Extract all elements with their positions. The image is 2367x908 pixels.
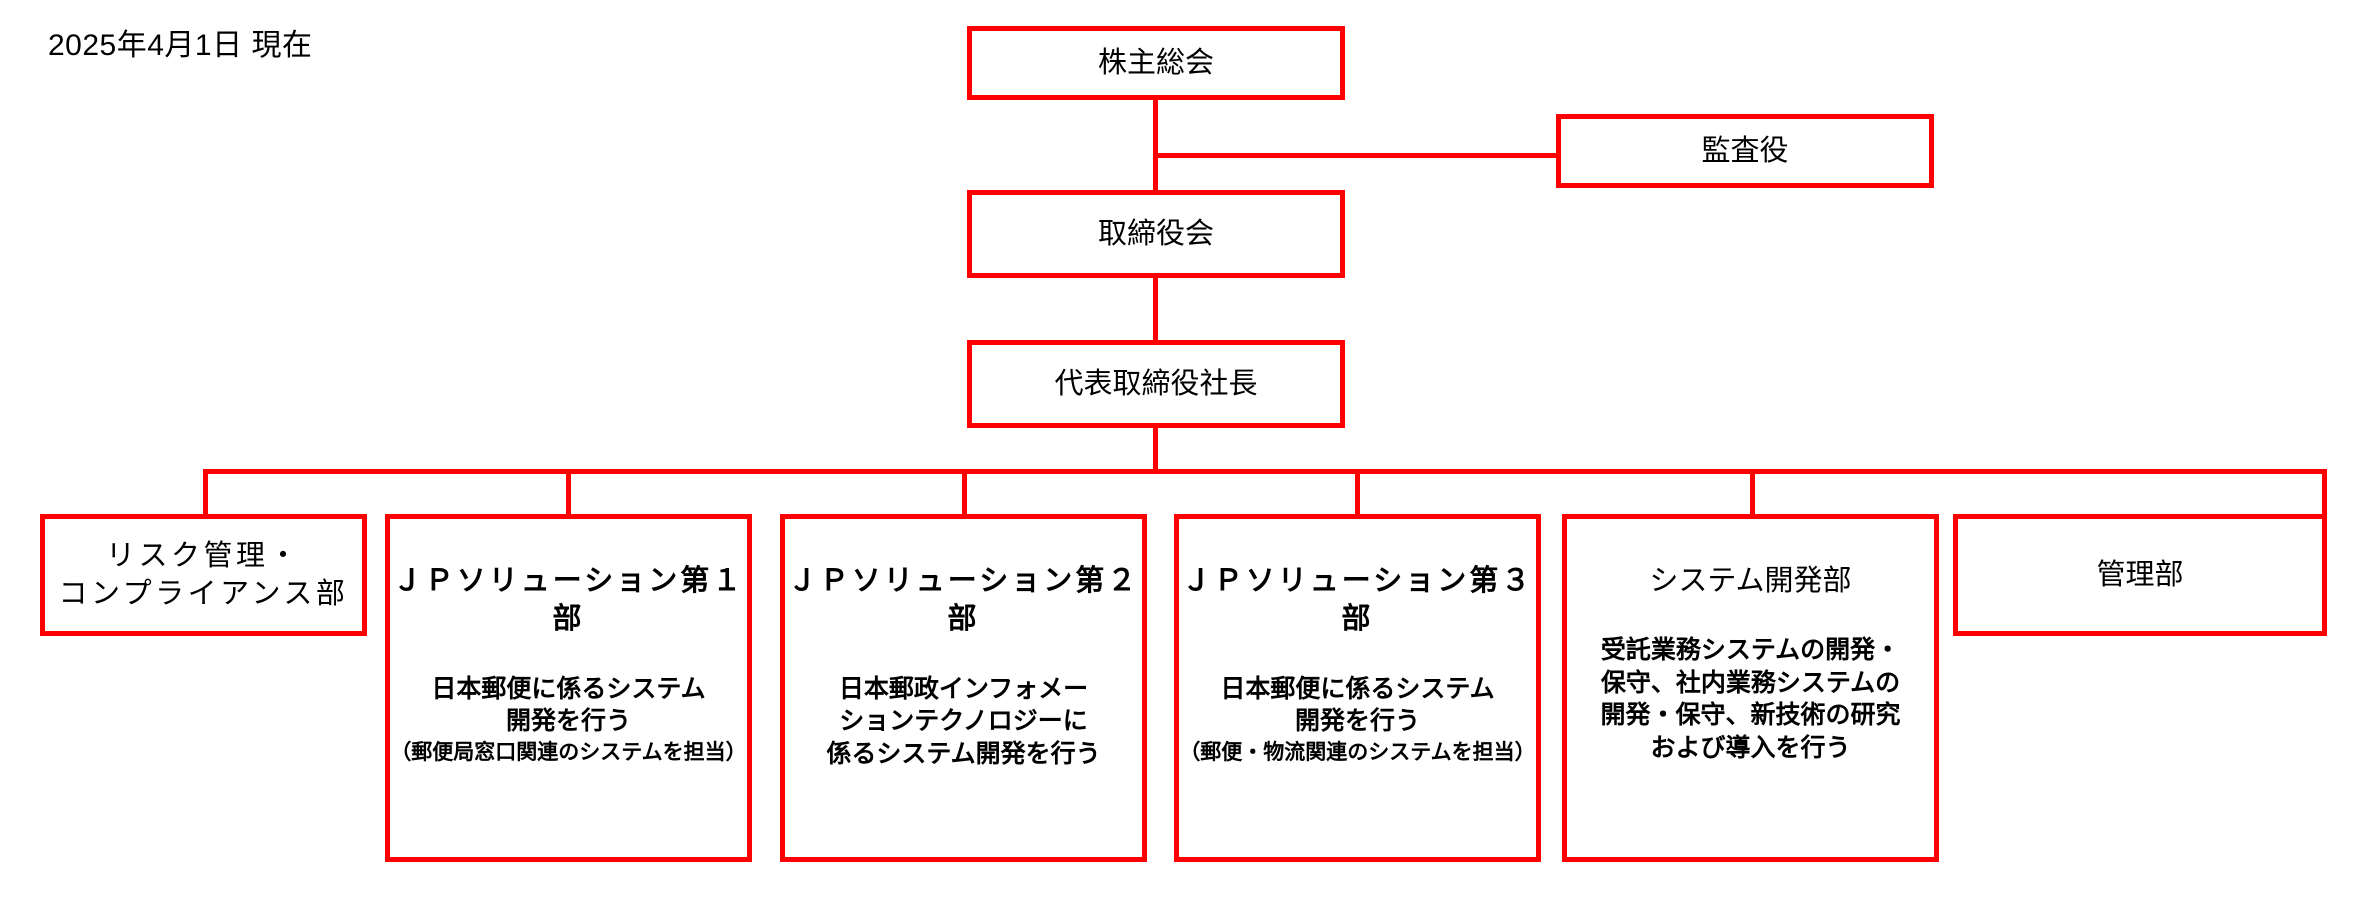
node-jp-solution-1-desc: 日本郵便に係るシステム 開発を行う (431, 674, 706, 736)
node-shareholders-meeting-title: 株主総会 (1097, 46, 1214, 79)
node-system-development-title: システム開発部 (1649, 565, 1852, 597)
connector-drop-jp-solution-3 (1355, 469, 1360, 517)
node-president-title: 代表取締役社長 (1054, 367, 1258, 400)
as-of-date-label: 2025年4月1日 現在 (48, 29, 313, 62)
node-jp-solution-3[interactable]: ＪＰソリューション第３部 日本郵便に係るシステム 開発を行う （郵便・物流関連の… (1174, 514, 1541, 862)
connector-junction-to-board (1153, 153, 1158, 190)
node-jp-solution-3-note: （郵便・物流関連のシステムを担当） (1179, 740, 1536, 764)
node-jp-solution-1-title: ＪＰソリューション第１部 (392, 565, 745, 636)
node-jp-solution-1[interactable]: ＪＰソリューション第１部 日本郵便に係るシステム 開発を行う （郵便局窓口関連の… (385, 514, 752, 862)
node-board-of-directors-title: 取締役会 (1097, 217, 1214, 250)
node-risk-compliance-title: リスク管理・ コンプライアンス部 (58, 539, 349, 610)
node-auditor-title: 監査役 (1701, 134, 1789, 167)
node-jp-solution-3-desc: 日本郵便に係るシステム 開発を行う (1220, 674, 1495, 736)
node-jp-solution-1-note: （郵便局窓口関連のシステムを担当） (390, 740, 747, 764)
node-board-of-directors[interactable]: 取締役会 (967, 190, 1345, 278)
connector-bus-horizontal (203, 469, 2327, 474)
connector-drop-jp-solution-1 (566, 469, 571, 517)
node-jp-solution-3-title: ＪＰソリューション第３部 (1181, 565, 1534, 636)
node-jp-solution-2[interactable]: ＪＰソリューション第２部 日本郵政インフォメー ションテクノロジーに 係るシステ… (780, 514, 1147, 862)
node-shareholders-meeting[interactable]: 株主総会 (967, 26, 1345, 100)
connector-junction-to-auditor (1153, 153, 1556, 158)
node-risk-compliance[interactable]: リスク管理・ コンプライアンス部 (40, 514, 367, 636)
node-administration-title: 管理部 (2096, 558, 2184, 591)
connector-drop-jp-solution-2 (962, 469, 967, 517)
node-administration[interactable]: 管理部 (1953, 514, 2327, 636)
node-system-development-desc: 受託業務システムの開発・ 保守、社内業務システムの 開発・保守、新技術の研究 お… (1600, 636, 1901, 762)
node-auditor[interactable]: 監査役 (1556, 114, 1934, 188)
connector-drop-risk-compliance (203, 469, 208, 517)
node-president[interactable]: 代表取締役社長 (967, 340, 1345, 428)
node-jp-solution-2-desc: 日本郵政インフォメー ションテクノロジーに 係るシステム開発を行う (826, 674, 1101, 768)
connector-board-to-president (1153, 278, 1158, 348)
node-system-development[interactable]: システム開発部 受託業務システムの開発・ 保守、社内業務システムの 開発・保守、… (1562, 514, 1939, 862)
connector-president-to-bus (1153, 428, 1158, 474)
node-jp-solution-2-title: ＪＰソリューション第２部 (787, 565, 1140, 636)
connector-shareholders-to-junction (1153, 100, 1158, 172)
connector-drop-administration (2322, 469, 2327, 517)
connector-drop-system-development (1750, 469, 1755, 517)
